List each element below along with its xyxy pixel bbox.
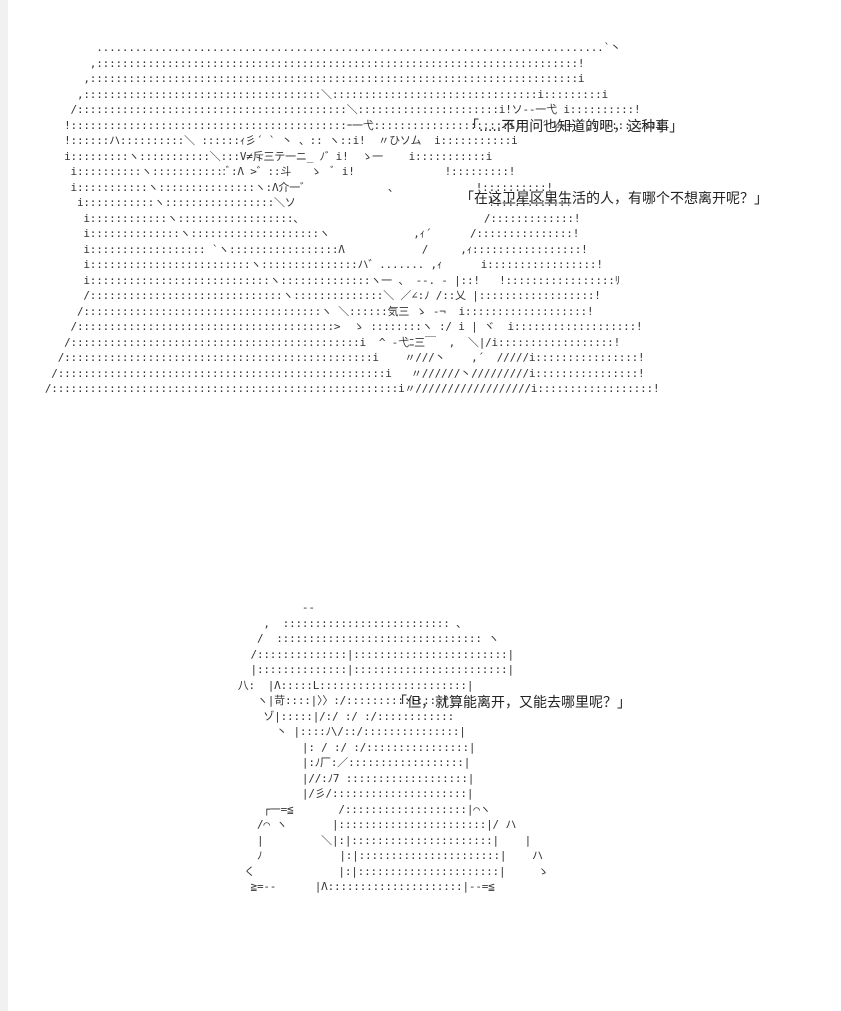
- ascii-art-character-closeup: ........................................…: [44, 41, 663, 395]
- dialogue-line-3: 「但，就算能离开，又能去哪里呢？」: [393, 695, 631, 711]
- dialogue-line-2: 「在这卫星区里生活的人，有哪个不想离开呢？」: [460, 191, 768, 207]
- dialogue-line-1: 「.....不用问也知道的吧，这种事」: [465, 119, 684, 135]
- manga-page: ........................................…: [8, 0, 841, 1011]
- ascii-art-character-fullbody: -- , :::::::::::::::::::::::::: 、 / ::::…: [237, 601, 549, 893]
